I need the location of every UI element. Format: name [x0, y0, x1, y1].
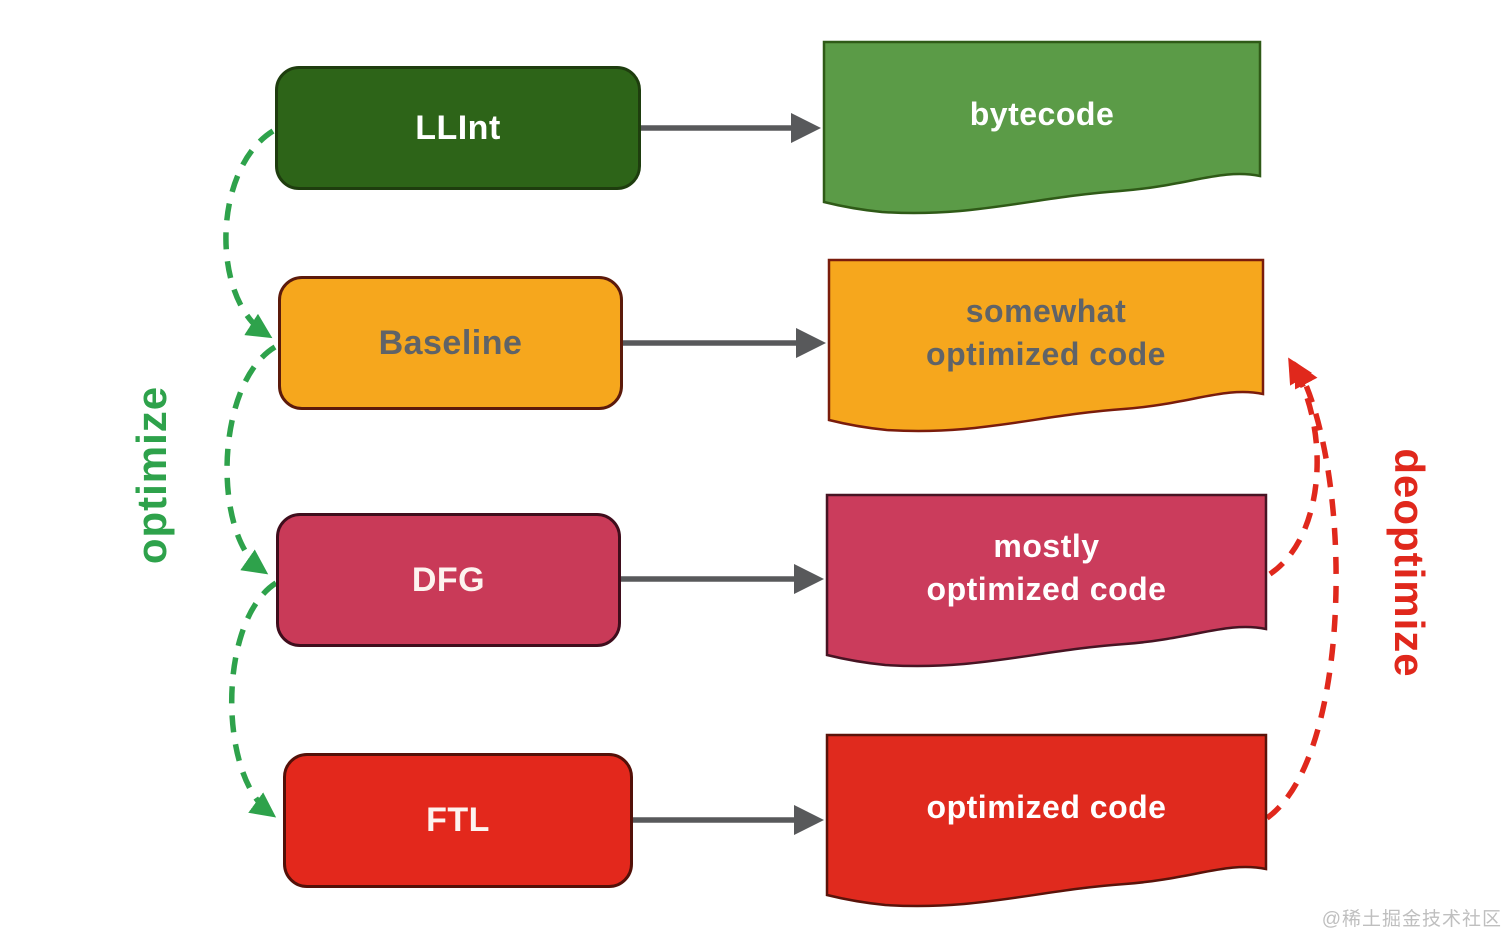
flag-bytecode-label: bytecode — [969, 96, 1115, 133]
flag-bytecode-shape — [822, 40, 1262, 215]
deoptimize-arc-optimized-somewhat — [1265, 361, 1339, 821]
flag-somewhat-optimized-code: somewhat optimized code — [827, 258, 1265, 436]
flag-somewhat-label: somewhat optimized code — [926, 292, 1166, 372]
flag-mostly-label: mostly optimized code — [926, 527, 1167, 607]
tier-box-llint-label: LLInt — [415, 108, 501, 147]
optimize-arc-baseline-dfg — [224, 344, 277, 575]
watermark: @稀土掘金技术社区 — [1321, 909, 1502, 930]
flag-optimized-shape — [825, 733, 1268, 908]
flag-somewhat-shape — [827, 258, 1265, 433]
flag-mostly-optimized-code: mostly optimized code — [825, 493, 1268, 671]
optimize-arc-llint-baseline — [223, 128, 275, 339]
tier-box-ftl-label: FTL — [426, 801, 490, 839]
flag-mostly-shape — [825, 493, 1268, 668]
deoptimize-label: deoptimize — [1386, 448, 1433, 678]
tier-box-ftl: FTL — [283, 753, 633, 888]
optimize-label: optimize — [128, 385, 175, 565]
flag-optimized-label: optimized code — [926, 789, 1167, 826]
tier-box-llint: LLInt — [275, 66, 641, 190]
optimize-arc-dfg-ftl — [229, 580, 278, 818]
tier-box-baseline: Baseline — [278, 276, 623, 410]
tier-box-dfg: DFG — [276, 513, 621, 647]
tier-box-dfg-label: DFG — [411, 560, 486, 599]
tier-box-baseline-label: Baseline — [378, 323, 523, 362]
flag-bytecode: bytecode — [822, 40, 1262, 218]
deoptimize-arc-mostly-somewhat — [1268, 357, 1320, 577]
flag-optimized-code: optimized code — [825, 733, 1268, 911]
